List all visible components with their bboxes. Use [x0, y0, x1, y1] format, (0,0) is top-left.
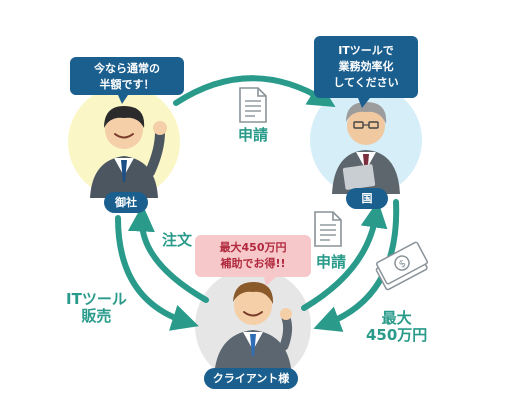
flow-label-sales-line-1: ITツール — [66, 290, 127, 308]
flow-label-subsidy-line-2: 450万円 — [366, 326, 428, 345]
svg-text:$: $ — [397, 258, 408, 271]
document-icon — [314, 211, 342, 247]
flow-label-apply-top: 申請 — [238, 126, 269, 144]
client-speech-line-1: 最大450万円 — [219, 241, 287, 254]
client-label: クライアント様 — [204, 368, 298, 389]
country-label: 国 — [346, 188, 388, 209]
document-icon — [239, 87, 267, 123]
speech-tail-company — [118, 95, 128, 104]
country-speech-line-2: 業務効率化 — [338, 59, 394, 73]
country-speech-bubble: ITツールで 業務効率化 してください — [314, 36, 418, 98]
flow-label-subsidy: 最大 450万円 — [366, 309, 428, 345]
company-speech-line-2: 半額です！ — [99, 77, 155, 91]
company-speech-line-1: 今なら通常の — [94, 62, 160, 75]
money-icon: $ — [375, 241, 428, 291]
flow-label-order: 注文 — [162, 231, 193, 249]
arrow-company-to-country — [173, 75, 336, 108]
company-speech-bubble: 今なら通常の 半額です！ — [70, 57, 184, 95]
client-speech-line-2: 補助でお得!! — [220, 256, 286, 270]
government-official-illustration — [332, 102, 400, 194]
flow-label-subsidy-line-1: 最大 — [381, 309, 412, 327]
arrow-country-to-client-subsidy — [313, 199, 400, 332]
company-staff-illustration — [90, 106, 167, 198]
client-speech-bubble: 最大450万円 補助でお得!! — [195, 235, 311, 277]
flow-label-apply-right: 申請 — [316, 253, 347, 271]
country-speech-line-3: してください — [333, 75, 399, 89]
company-label: 御社 — [104, 192, 148, 213]
arrow-company-to-client-sales — [115, 215, 199, 331]
arrow-client-to-company-order — [127, 204, 209, 303]
client-illustration — [214, 282, 293, 378]
flow-label-sales: ITツール 販売 — [66, 290, 127, 326]
speech-tail-client — [264, 277, 276, 286]
speech-tail-country — [358, 98, 370, 108]
flow-label-sales-line-2: 販売 — [81, 307, 112, 326]
country-speech-line-1: ITツールで — [338, 44, 394, 57]
arrow-client-to-country-apply — [301, 200, 388, 311]
